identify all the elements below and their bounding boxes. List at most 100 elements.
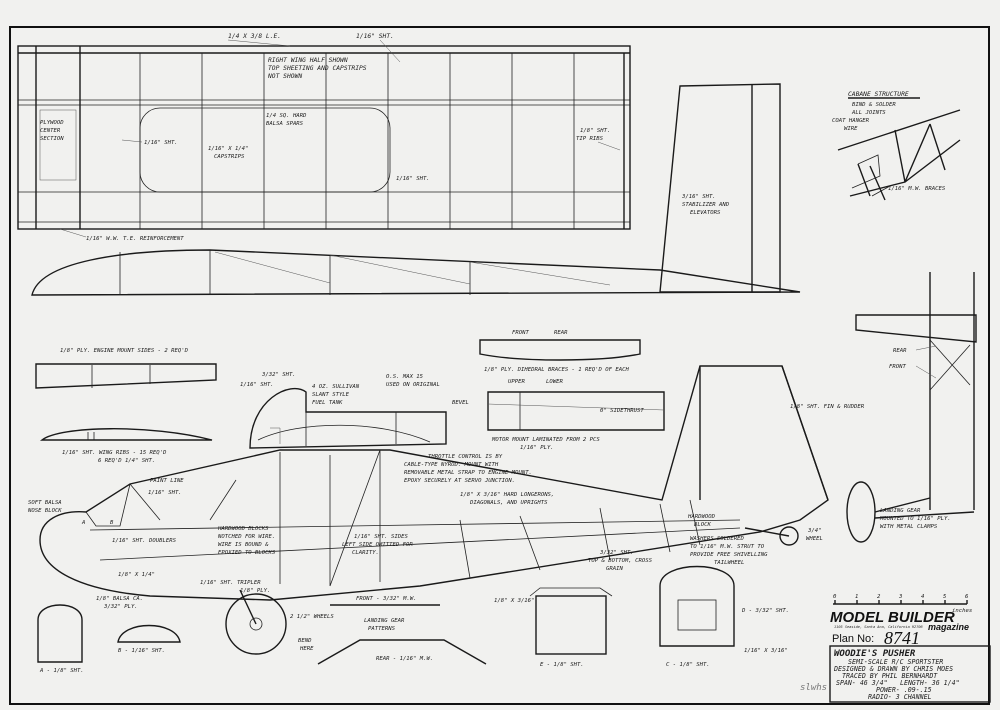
stab-label: STABILIZER AND xyxy=(682,202,730,208)
publisher-block: MODEL BUILDER magazine 1105 Seaside, San… xyxy=(830,609,969,648)
sides-label-2: LEFT SIDE OMITTED FOR xyxy=(342,542,413,548)
longerons-label-2: DIAGONALS, AND UPRIGHTS xyxy=(469,500,548,506)
wing-not-shown-note: NOT SHOWN xyxy=(267,73,302,80)
station-a-mark: A xyxy=(81,520,85,526)
gear-label-2: MOUNTED TO 1/16" PLY. xyxy=(879,516,951,522)
hw-blocks-label-2: NOTCHED FOR WIRE. xyxy=(217,534,275,540)
spars-label-2: BALSA SPARS xyxy=(266,121,304,127)
station-b-mark: B xyxy=(110,520,114,526)
sides-label-3: CLARITY. xyxy=(352,550,379,556)
throttle-note: THROTTLE CONTROL IS BY xyxy=(428,454,503,460)
scale-tick-label: 4 xyxy=(921,594,924,600)
publisher-address: 1105 Seaside, Santa Ana, California 9270… xyxy=(834,625,923,629)
top-bottom-label: 3/32" SHT. xyxy=(599,550,634,556)
wing-side-view xyxy=(31,249,801,296)
former-b-label: B - 1/16" SHT. xyxy=(118,648,165,654)
scale-unit: inches xyxy=(952,608,972,614)
gear-label-3: WITH METAL CLAMPS xyxy=(880,524,938,530)
dihedral-braces: FRONT REAR 1/8" PLY. DIHEDRAL BRACES - 1… xyxy=(479,330,641,373)
engine-mount-parts: 1/8" PLY. ENGINE MOUNT SIDES - 2 REQ'D 1… xyxy=(35,348,217,464)
former-d-label: D - 3/32" SHT. xyxy=(741,608,789,614)
former-c-label: C - 1/8" SHT. xyxy=(666,662,710,668)
fin-rudder-label: 1/8" SHT. FIN & RUDDER xyxy=(790,404,865,410)
bend-label-2: HERE xyxy=(299,646,314,652)
gear-front-label: FRONT - 3/32" M.W. xyxy=(356,596,417,602)
cabane-title: CABANE STRUCTURE xyxy=(848,91,909,98)
wing-sheeting-note: TOP SHEETING AND CAPSTRIPS xyxy=(268,65,367,72)
balsa-ca-label-2: 3/32" PLY. xyxy=(103,604,138,610)
wing-outline xyxy=(17,45,631,230)
scale-tick-label: 2 xyxy=(877,594,881,600)
publisher-sub: magazine xyxy=(928,622,969,632)
landing-gear-patterns: FRONT - 3/32" M.W. LANDING GEAR PATTERNS… xyxy=(298,596,487,665)
pod-sheet-label: 3/32" SHT. xyxy=(261,372,296,378)
title-line-7: RADIO- 3 CHANNEL xyxy=(868,693,932,701)
plan-label: Plan No: xyxy=(832,633,874,645)
front-view: REAR FRONT LANDING GEAR MOUNTED TO 1/16"… xyxy=(846,272,977,543)
throttle-note-2: CABLE-TYPE NYROD. MOUNT WITH xyxy=(404,462,499,468)
fuselage-outline xyxy=(39,365,829,601)
tailwheel-label-2: WHEEL xyxy=(806,536,823,542)
stab-label-2: ELEVATORS xyxy=(690,210,721,216)
tank-label-2: SLANT STYLE xyxy=(312,392,350,398)
former-a xyxy=(37,604,83,663)
tripler-label: 1/16" SHT. TRIPLER xyxy=(200,580,261,586)
stabilizer-plan: 3/16" SHT. STABILIZER AND ELEVATORS xyxy=(659,83,781,293)
wing-ribs-label: 1/16" SHT. WING RIBS - 15 REQ'D xyxy=(62,450,167,456)
balsa-ca-label: 1/8" BALSA CA. xyxy=(96,596,143,602)
plywood-label-2: CENTER xyxy=(40,128,61,134)
plywood-label: PLYWOOD xyxy=(40,120,64,126)
washers-label-2: TO 1/16" M.W. STRUT TO xyxy=(690,544,765,550)
publisher-name: MODEL BUILDER xyxy=(830,609,955,626)
mount-sides-label: 1/8" PLY. ENGINE MOUNT SIDES - 2 REQ'D xyxy=(60,348,189,354)
scale-tick-label: 6 xyxy=(965,594,969,600)
wing-sheet-label: 1/16" SHT. xyxy=(356,33,394,40)
title-line-2: DESIGNED & DRAWN BY CHRIS MOES xyxy=(833,665,953,673)
washers-label-3: PROVIDE FREE SHIVELLING xyxy=(690,552,768,558)
main-wheel xyxy=(225,593,287,655)
title-line-1: SEMI-SCALE R/C SPORTSTER xyxy=(848,658,943,666)
tail-wheel xyxy=(779,526,799,546)
fuselage-side-view xyxy=(39,365,829,655)
engine-pod: O.S. MAX 15 USED ON ORIGINAL 4 OZ. SULLI… xyxy=(240,372,447,449)
wing-half-note: RIGHT WING HALF SHOWN xyxy=(268,57,348,64)
drawing-border xyxy=(9,26,990,705)
gear-rear-label: REAR - 1/16" M.W. xyxy=(376,656,433,662)
coat-hanger-label-2: WIRE xyxy=(844,126,858,132)
motor-mount-label-2: 1/16" PLY. xyxy=(520,445,554,451)
dihedral-rear-label: REAR xyxy=(554,330,568,336)
signature: slwhs xyxy=(800,683,827,693)
wing-le-label: 1/4 X 3/8 L.E. xyxy=(228,33,281,40)
tank-label-3: FUEL TANK xyxy=(312,400,343,406)
gear-pattern-title: LANDING GEAR xyxy=(364,618,405,624)
te-reinforcement-label: 1/16" W.W. T.E. REINFORCEMENT xyxy=(86,236,184,242)
coat-hanger-label: COAT HANGER xyxy=(832,118,870,124)
hw-blocks-label-4: EPOXIED TO BLOCKS xyxy=(218,550,276,556)
throttle-note-3: REMOVABLE METAL STRAP TO ENGINE MOUNT. xyxy=(404,470,532,476)
throttle-note-4: EPOXY SECURELY AT SERVO JUNCTION. xyxy=(404,478,515,484)
soft-balsa-label-2: NOSE BLOCK xyxy=(27,508,62,514)
lower-label: LOWER xyxy=(546,379,563,385)
plywood-label-3: SECTION xyxy=(40,136,64,142)
former-e xyxy=(535,595,607,655)
title-block: WOODIE'S PUSHER SEMI-SCALE R/C SPORTSTER… xyxy=(829,645,991,703)
dihedral-front-label: FRONT xyxy=(512,330,529,336)
title-line-6: POWER- .09-.15 xyxy=(876,686,932,694)
soft-balsa-label: SOFT BALSA xyxy=(28,500,62,506)
tripler-label-2: 1/8" PLY. xyxy=(240,588,270,594)
formers: A - 1/8" SHT. B - 1/16" SHT. E - 1/8" SH… xyxy=(37,520,789,674)
nose-sheet-label: 1/16" SHT. xyxy=(148,490,182,496)
title-line-5: LENGTH- 36 1/4" xyxy=(900,679,960,687)
scale-tick-label: 3 xyxy=(898,594,903,600)
os-max-label: O.S. MAX 15 xyxy=(386,374,424,380)
front-view-rear-label: REAR xyxy=(893,348,907,354)
wing-low-sheet-label: 1/16" SHT. xyxy=(396,176,430,182)
wing-ribs xyxy=(139,53,625,229)
former-a-label: A - 1/8" SHT. xyxy=(39,668,84,674)
sidethrust-label: 0" SIDETHRUST xyxy=(600,408,644,414)
plan-number: 8741 xyxy=(884,628,920,648)
cabane-braces-label: 1/16" M.W. BRACES xyxy=(888,186,946,192)
hardwood-block-label-2: BLOCK xyxy=(694,522,711,528)
